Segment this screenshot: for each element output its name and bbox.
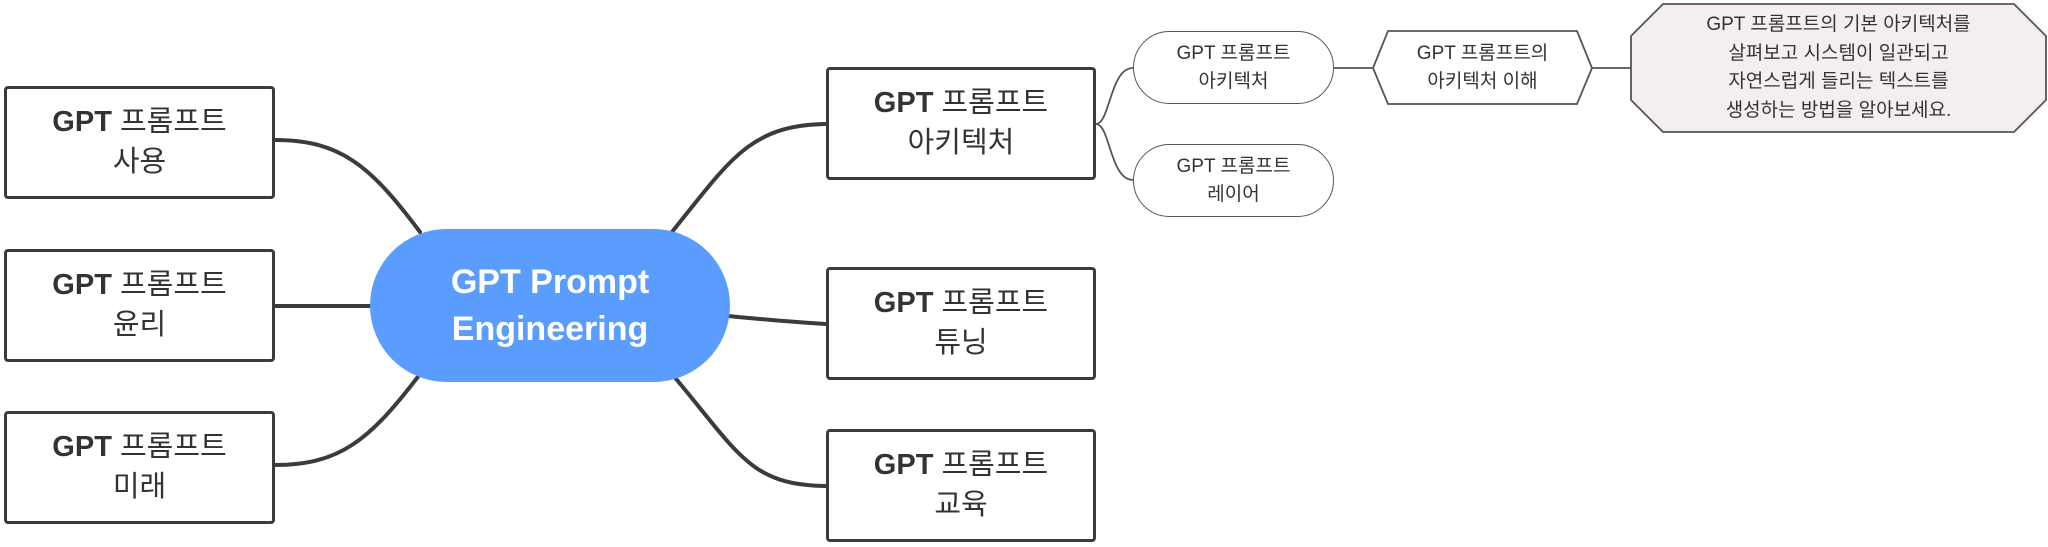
note-line-3: 자연스럽게 들리는 텍스트를 — [1728, 71, 1949, 92]
detail-line-1: GPT 프롬프트의 — [1416, 42, 1549, 64]
note-architecture-description[interactable]: GPT 프롬프트의 기본 아키텍처를 살펴보고 시스템이 일관되고 자연스럽게 … — [1631, 4, 2046, 132]
detail-hexagon-shape — [1372, 30, 1593, 105]
topic-ethics-prefix: GPT — [52, 269, 112, 302]
subtopic-layer[interactable]: GPT 프롬프트 레이어 — [1133, 144, 1334, 217]
topic-education-line-2: 교육 — [934, 488, 988, 521]
subtopic-architecture[interactable]: GPT 프롬프트 아키텍처 — [1133, 31, 1334, 104]
topic-gpt-prompt-architecture[interactable]: GPT 프롬프트 아키텍처 — [826, 67, 1096, 180]
topic-education-rest: 프롬프트 — [933, 449, 1049, 482]
subtopic-architecture-line-1: GPT 프롬프트 — [1176, 42, 1291, 64]
topic-gpt-prompt-ethics[interactable]: GPT 프롬프트 윤리 — [4, 249, 275, 362]
connector-topic-to-sub-2 — [1095, 123, 1134, 181]
central-topic-label: GPT Prompt Engineering — [451, 259, 649, 351]
topic-tuning-rest: 프롬프트 — [933, 287, 1049, 320]
topic-architecture-prefix: GPT — [873, 87, 934, 120]
topic-usage-line-2: 사용 — [112, 145, 167, 178]
connector-central-to-left-1 — [273, 138, 422, 234]
detail-architecture-understanding[interactable]: GPT 프롬프트의 아키텍처 이해 — [1373, 31, 1592, 104]
topic-future-line-2: 미래 — [112, 470, 167, 503]
topic-ethics-line-2: 윤리 — [112, 308, 167, 341]
note-octagon-shape — [1630, 3, 2047, 133]
topic-gpt-prompt-future[interactable]: GPT 프롬프트 미래 — [4, 411, 275, 524]
connector-topic-to-sub-1 — [1095, 67, 1134, 125]
topic-usage-prefix: GPT — [52, 106, 112, 139]
connector-central-to-right-2 — [726, 314, 828, 326]
topic-tuning-prefix: GPT — [873, 287, 934, 320]
topic-gpt-prompt-tuning[interactable]: GPT 프롬프트 튜닝 — [826, 267, 1096, 380]
topic-future-prefix: GPT — [52, 431, 112, 464]
topic-tuning-line-2: 튜닝 — [934, 326, 988, 359]
topic-ethics-rest: 프롬프트 — [111, 269, 227, 302]
topic-architecture-rest: 프롬프트 — [933, 87, 1049, 120]
subtopic-layer-line-2: 레이어 — [1207, 183, 1260, 205]
note-line-4: 생성하는 방법을 알아보세요. — [1725, 99, 1952, 121]
topic-future-rest: 프롬프트 — [111, 431, 227, 464]
subtopic-layer-line-1: GPT 프롬프트 — [1176, 155, 1291, 177]
topic-usage-rest: 프롬프트 — [111, 106, 227, 139]
central-topic-line-1: GPT Prompt — [450, 263, 650, 302]
note-line-1: GPT 프롬프트의 기본 아키텍처를 — [1706, 14, 1971, 35]
connector-central-to-right-1 — [670, 122, 828, 234]
subtopic-architecture-line-2: 아키텍처 — [1198, 70, 1269, 92]
topic-gpt-prompt-usage[interactable]: GPT 프롬프트 사용 — [4, 86, 275, 199]
topic-architecture-line-2: 아키텍처 — [907, 126, 1015, 159]
central-topic[interactable]: GPT Prompt Engineering — [370, 229, 730, 382]
connector-central-to-right-3 — [670, 372, 828, 488]
topic-education-prefix: GPT — [873, 449, 934, 482]
topic-gpt-prompt-education[interactable]: GPT 프롬프트 교육 — [826, 429, 1096, 542]
central-topic-line-2: Engineering — [451, 309, 649, 348]
connector-central-to-left-3 — [273, 372, 422, 467]
detail-line-2: 아키텍처 이해 — [1427, 70, 1538, 92]
note-line-2: 살펴보고 시스템이 일관되고 — [1728, 42, 1949, 64]
